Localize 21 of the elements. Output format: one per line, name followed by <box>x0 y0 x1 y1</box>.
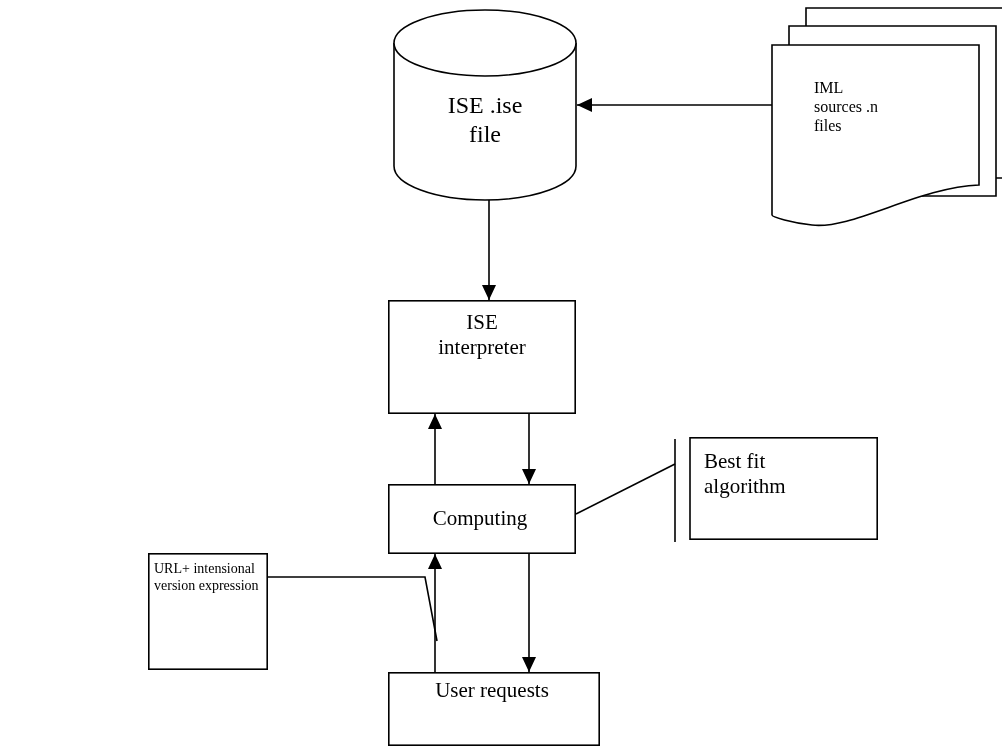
node-label: ISE interpreter <box>437 310 527 361</box>
node-label: IML sources .n files <box>814 78 878 136</box>
arrow <box>522 413 536 485</box>
process-box <box>148 553 268 670</box>
arrow <box>522 553 536 673</box>
connector-line <box>575 438 676 543</box>
process-box <box>388 300 576 414</box>
leader-line <box>267 576 438 642</box>
node-label: Best fit algorithm <box>703 449 787 500</box>
node-label: User requests <box>434 678 550 704</box>
arrow <box>576 98 773 112</box>
node-label: ISE .ise file <box>446 91 524 149</box>
arrow <box>428 413 442 485</box>
document-stack <box>772 8 1002 226</box>
node-label: Computing <box>431 505 529 533</box>
arrow <box>428 553 442 673</box>
process-box <box>388 672 600 746</box>
node-label: URL+ intensional version expression <box>153 561 260 595</box>
arrow <box>482 199 496 301</box>
process-box <box>388 484 576 554</box>
database-cylinder <box>393 9 577 200</box>
